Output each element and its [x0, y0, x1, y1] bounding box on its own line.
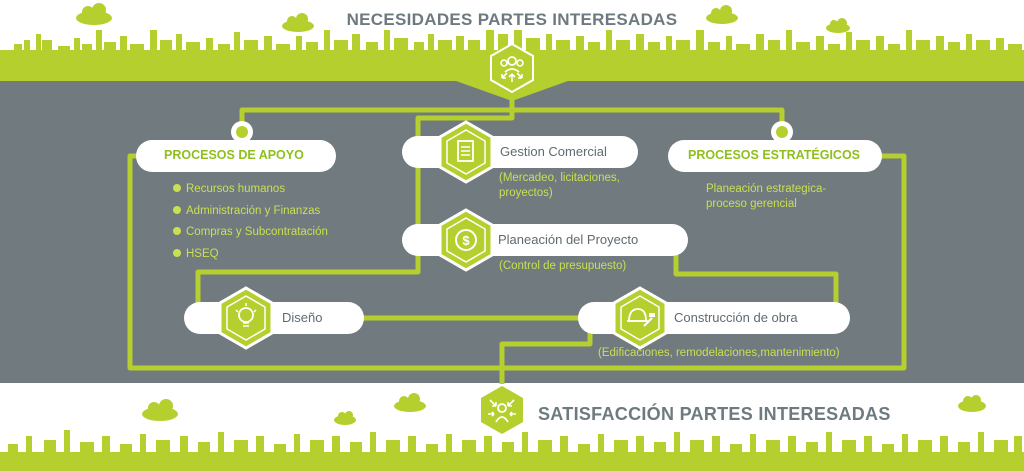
- cloud-icon: [76, 3, 112, 25]
- apoyo-pill: PROCESOS DE APOYO: [136, 140, 336, 172]
- gestion-pill: Gestion Comercial: [402, 136, 638, 168]
- diseno-pill: Diseño: [184, 302, 364, 334]
- cloud-icon: [394, 393, 426, 412]
- list-item: Compras y Subcontratación: [173, 225, 328, 247]
- list-item: HSEQ: [173, 247, 328, 269]
- apoyo-title: PROCESOS DE APOYO: [164, 148, 304, 162]
- gestion-label: Gestion Comercial: [500, 144, 607, 159]
- list-item: Administración y Finanzas: [173, 204, 328, 226]
- planeacion-pill: Planeación del Proyecto: [402, 224, 688, 256]
- estrategicos-description: Planeación estrategica-proceso gerencial: [706, 183, 827, 210]
- estrategicos-title: PROCESOS ESTRATÉGICOS: [688, 148, 861, 162]
- construccion-pill: Construcción de obra: [578, 302, 850, 334]
- construccion-detail: (Edificaciones, remodelaciones,mantenimi…: [598, 347, 840, 359]
- cloud-icon: [958, 395, 986, 412]
- diseno-label: Diseño: [282, 310, 323, 325]
- cloud-icon: [706, 5, 738, 24]
- cloud-icon: [826, 18, 850, 33]
- bullet-icon: [173, 184, 181, 192]
- bullet-icon: [173, 227, 181, 235]
- cloud-icon: [334, 411, 356, 425]
- planeacion-label: Planeación del Proyecto: [498, 232, 639, 247]
- apoyo-list: Recursos humanos Administración y Finanz…: [173, 182, 328, 268]
- estrategicos-pill: PROCESOS ESTRATÉGICOS: [668, 140, 882, 172]
- top-clouds: [76, 3, 850, 33]
- cloud-icon: [142, 399, 178, 421]
- bottom-clouds: [142, 393, 986, 425]
- bottom-skyline: [0, 430, 1024, 471]
- bullet-icon: [173, 205, 181, 214]
- construccion-label: Construcción de obra: [674, 310, 798, 325]
- list-item: Recursos humanos: [173, 182, 328, 204]
- footer-title: SATISFACCIÓN PARTES INTERESADAS: [538, 404, 891, 424]
- bullet-icon: [173, 248, 181, 257]
- top-skyline: [0, 30, 1024, 81]
- gestion-detail: (Mercadeo, licitaciones, proyectos): [499, 172, 620, 199]
- page-title: NECESIDADES PARTES INTERESADAS: [346, 10, 678, 29]
- planeacion-detail: (Control de presupuesto): [499, 260, 627, 272]
- cloud-icon: [282, 13, 314, 32]
